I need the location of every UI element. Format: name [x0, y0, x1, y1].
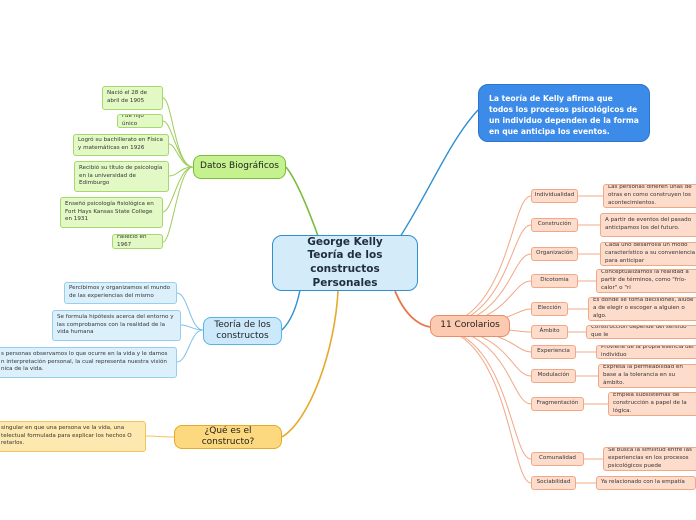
corolario-name[interactable]: Experiencia — [531, 345, 576, 359]
corolario-name[interactable]: Elección — [531, 302, 568, 316]
corolario-desc[interactable]: Emplea subsistemas de construcción a pap… — [608, 392, 696, 416]
teoria-item[interactable]: s personas observamos lo que ocurre en l… — [0, 347, 177, 378]
corolario-desc[interactable]: Se busca la similitud entre las experien… — [603, 447, 696, 471]
que-item[interactable]: singular en que una persona ve la vida, … — [0, 421, 146, 452]
corolario-desc[interactable]: Construcción depende del sentido que le — [586, 325, 696, 339]
corolario-desc[interactable]: Las personas difieren unas de otras en c… — [603, 184, 696, 208]
datos-item[interactable]: Falleció en 1967 — [112, 234, 163, 249]
intro-summary[interactable]: La teoría de Kelly afirma que todos los … — [478, 84, 650, 142]
topic-corolarios[interactable]: 11 Corolarios — [430, 315, 510, 337]
teoria-item[interactable]: Se formula hipótesis acerca del entorno … — [52, 310, 181, 341]
corolario-desc[interactable]: Conceptualizamos la realidad a partir de… — [596, 269, 696, 293]
corolario-name[interactable]: Construción — [531, 218, 578, 232]
datos-item[interactable]: Recibió su título de psicología en la un… — [74, 161, 169, 192]
corolario-desc[interactable]: Cada uno desarrolla un modo característi… — [600, 242, 696, 266]
corolario-desc[interactable]: Proviene de la propia esencia del indivi… — [596, 345, 696, 359]
corolario-desc[interactable]: Es donde se toma decisiones, alude a de … — [588, 297, 696, 321]
branch-que — [281, 290, 339, 438]
corolario-name[interactable]: Dicotomia — [531, 274, 578, 288]
branch-teoria — [281, 289, 301, 331]
corolario-desc[interactable]: Ya relacionado con la empatía — [596, 476, 696, 490]
central-topic[interactable]: George Kelly Teoría de los constructos P… — [272, 235, 418, 291]
datos-item[interactable]: Logró su bachillerato en Física y matemá… — [73, 134, 169, 156]
corolario-name[interactable]: Ámbito — [531, 325, 568, 339]
branch-intro — [399, 109, 479, 238]
branch-corolarios — [394, 290, 431, 328]
corolario-name[interactable]: Individualidad — [531, 189, 578, 203]
corolario-name[interactable]: Fragmentación — [531, 397, 584, 411]
corolario-name[interactable]: Comunalidad — [531, 452, 584, 466]
datos-item[interactable]: Enseñó psicología fisiológica en Fort Ha… — [60, 197, 163, 228]
corolario-desc[interactable]: Expresa la permeabilidad en base a la to… — [598, 364, 696, 388]
corolario-name[interactable]: Organización — [531, 247, 578, 261]
datos-item[interactable]: Fue hijo único — [117, 114, 163, 128]
branch-datos — [285, 166, 319, 237]
corolario-desc[interactable]: A partir de eventos del pasado anticipam… — [600, 213, 696, 237]
topic-que-es-constructo[interactable]: ¿Qué es el constructo? — [174, 425, 282, 449]
teoria-item[interactable]: Percibimos y organizamos el mundo de las… — [64, 282, 177, 304]
topic-datos-biograficos[interactable]: Datos Biográficos — [193, 155, 286, 179]
corolario-name[interactable]: Modulación — [531, 369, 576, 383]
datos-item[interactable]: Nació el 28 de abril de 1905 — [102, 86, 163, 110]
corolario-name[interactable]: Sociabilidad — [531, 476, 576, 490]
topic-teoria-constructos[interactable]: Teoría de los constructos — [203, 317, 282, 345]
